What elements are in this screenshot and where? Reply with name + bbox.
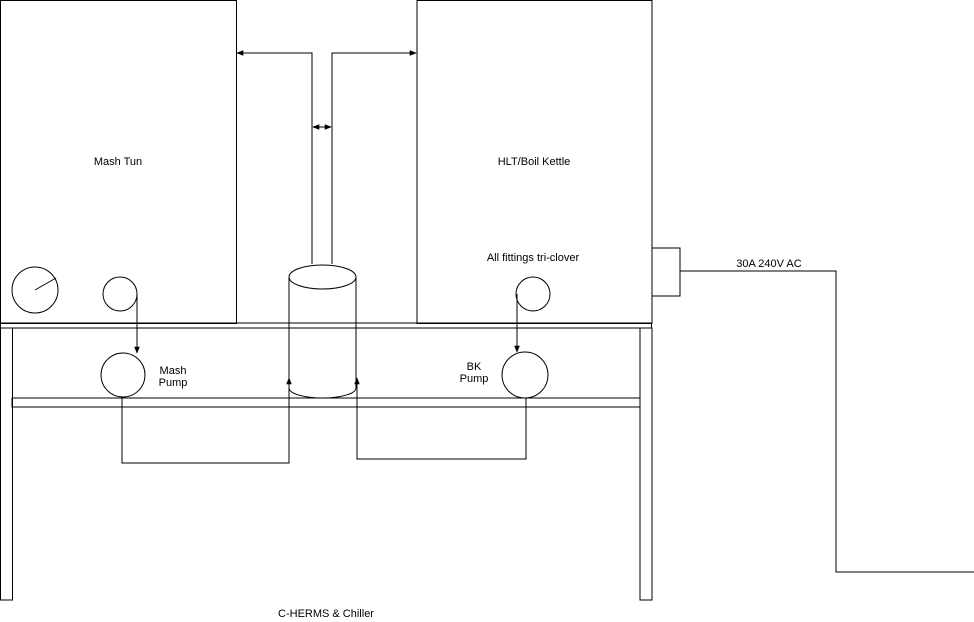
control-box <box>651 247 681 297</box>
transfer-line-to-hlt <box>331 50 417 264</box>
fittings-note: All fittings tri-clover <box>487 252 580 264</box>
mash-tun-outlet-port <box>102 276 138 312</box>
table-leg-left <box>0 327 13 601</box>
mash-pump <box>100 352 146 398</box>
gauge-needle <box>34 277 57 291</box>
power-cable <box>680 270 974 573</box>
mash-tun-label: Mash Tun <box>94 156 142 168</box>
bottom-caption: C-HERMS & Chiller <box>278 608 374 620</box>
bk-pump-label-line1: BK <box>467 361 482 373</box>
bk-pump-label-line2: Pump <box>460 373 489 385</box>
lower-shelf <box>11 397 641 408</box>
herms-cylinder <box>288 264 357 399</box>
mash-pump-label-line2: Pump <box>159 377 188 389</box>
mash-pump-label-line1: Mash <box>160 365 187 377</box>
transfer-line-to-mash-tun <box>236 50 313 264</box>
thermometer-gauge-icon <box>11 266 59 314</box>
hlt-boil-kettle-label: HLT/Boil Kettle <box>498 156 571 168</box>
bk-pump <box>501 351 549 399</box>
mash-pump-to-herms-line <box>121 377 292 464</box>
power-label: 30A 240V AC <box>736 258 801 270</box>
table-top <box>0 322 652 329</box>
bk-pump-to-herms-line <box>354 377 527 460</box>
table-leg-right <box>639 327 653 601</box>
hlt-outlet-port <box>515 276 551 312</box>
